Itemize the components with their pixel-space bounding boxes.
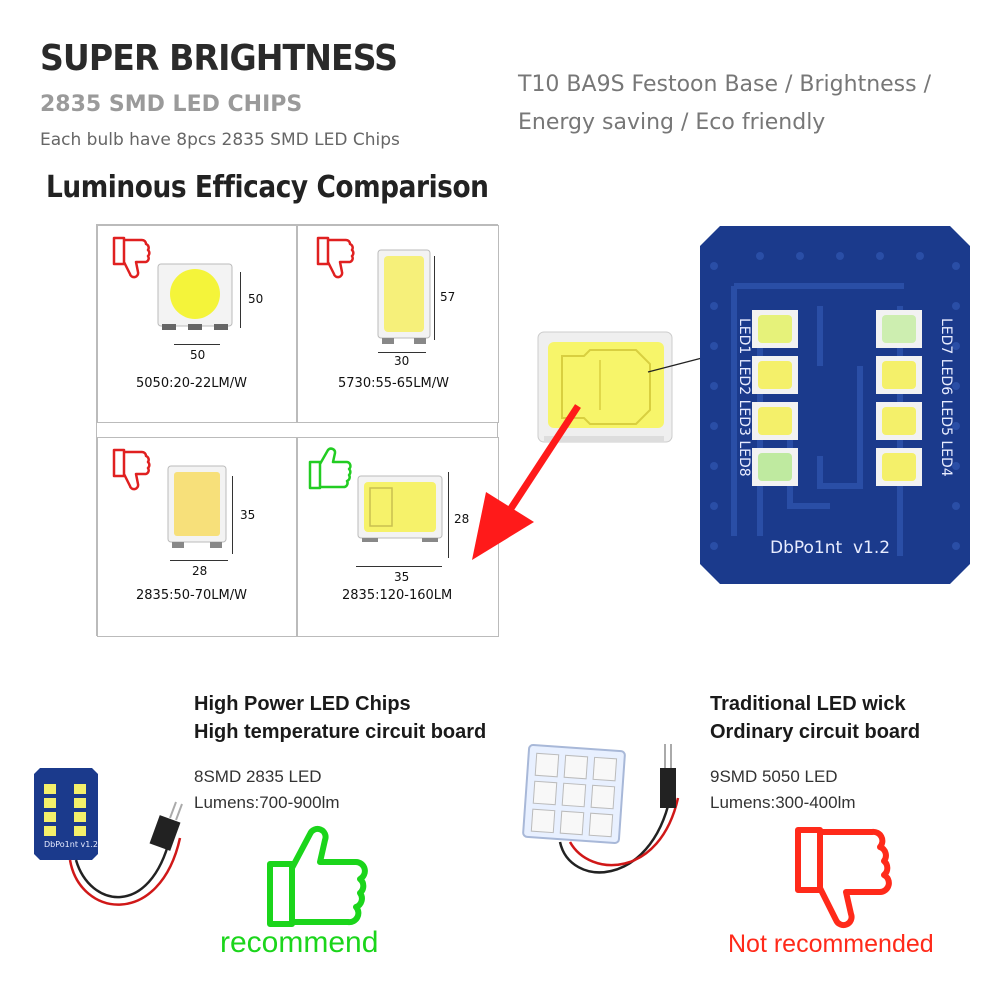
left-spec-2: Lumens:700-900lm [194,793,340,812]
comparison-cell-2835: 35 28 2835:50-70LM/W [97,437,297,637]
led-board-image: LED1 LED2 LED3 LED8 LED7 LED6 LED5 LED4 … [700,226,970,584]
red-arrow-icon [472,404,581,560]
efficacy-label: 2835:120-160LM [342,588,453,603]
chip-5730-image [377,249,431,344]
chip-2835-high-image [357,475,443,542]
left-feature-1: High Power LED Chips [194,693,411,715]
efficacy-label: 5050:20-22LM/W [136,376,247,391]
subhead: 2835 SMD LED CHIPS [40,92,303,117]
right-feature-1: Traditional LED wick [710,693,906,715]
efficacy-label: 5730:55-65LM/W [338,376,449,391]
chip-count-note: Each bulb have 8pcs 2835 SMD LED Chips [40,130,400,150]
recommend-label: recommend [220,926,379,959]
thumbs-down-icon [112,236,151,279]
board-led-labels-left: LED1 LED2 LED3 LED8 [736,318,752,477]
not-recommended-label: Not recommended [728,930,934,958]
right-spec-1: 9SMD 5050 LED [710,767,838,786]
small-led-board-image [34,768,183,906]
comparison-title: Luminous Efficacy Comparison [46,170,489,205]
board-led-labels-right: LED7 LED6 LED5 LED4 [938,318,954,477]
dim-height: 50 [248,292,264,306]
right-feature-2: Ordinary circuit board [710,721,921,743]
dim-height: 35 [240,508,256,522]
5050-led-panel-image [522,744,680,874]
description-line-2: Energy saving / Eco friendly [518,110,826,135]
dim-height: 28 [454,512,470,526]
chip-5050-image [157,263,233,330]
chip-2835-image [167,465,227,548]
thumbs-down-icon [112,448,151,491]
small-board-label: DbPo1nt v1.2 [44,840,98,849]
thumbs-up-icon [267,825,368,927]
dim-height: 57 [440,290,456,304]
thumbs-down-icon [795,827,892,929]
comparison-cell-5730: 57 30 5730:55-65LM/W [297,225,499,423]
headline: SUPER BRIGHTNESS [40,38,398,79]
comparison-cell-5050: 50 50 5050:20-22LM/W [97,225,297,423]
product-description: T10 BA9S Festoon Base / Brightness / Ene… [518,66,958,142]
left-feature-2: High temperature circuit board [194,721,487,743]
efficacy-label: 2835:50-70LM/W [136,588,247,603]
board-silk-label: DbPo1nt v1.2 [770,538,891,558]
dim-width: 30 [394,354,410,368]
comparison-grid: 50 50 5050:20-22LM/W 57 30 5730:55-65LM/… [96,224,499,637]
dim-width: 35 [394,570,410,584]
left-spec-1: 8SMD 2835 LED [194,767,322,786]
description-line-1: T10 BA9S Festoon Base / Brightness / [518,72,932,97]
thumbs-down-icon [316,236,355,279]
right-spec-2: Lumens:300-400lm [710,793,856,812]
thumbs-up-icon [308,447,352,490]
dim-width: 50 [190,348,206,362]
dim-width: 28 [192,564,208,578]
